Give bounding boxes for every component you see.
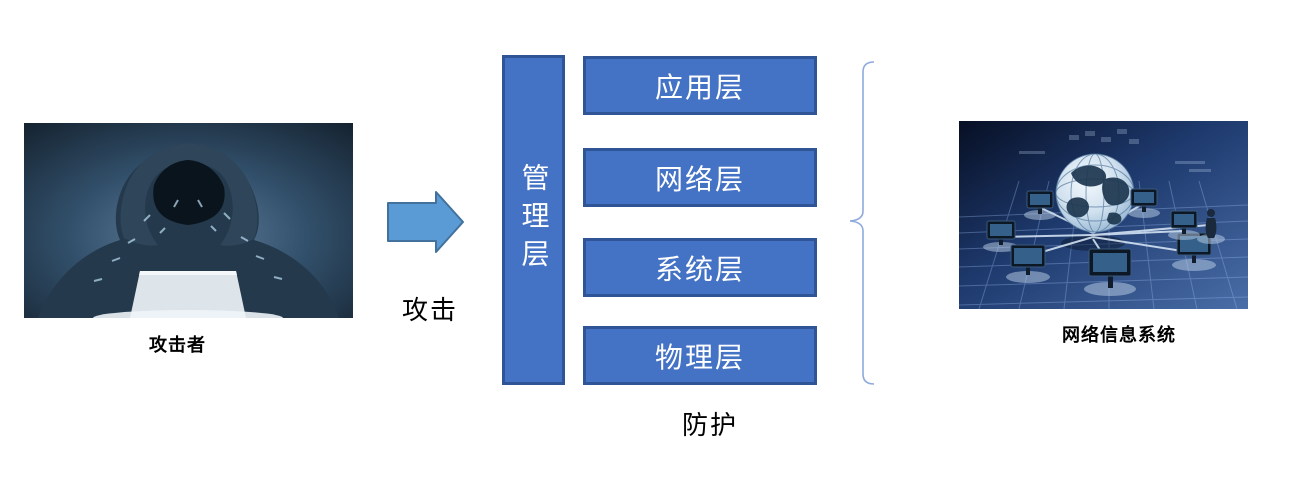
- attacker-photo: [24, 123, 353, 318]
- monitor-icon: [1084, 248, 1136, 296]
- layer-label-system: 系统层: [654, 253, 745, 285]
- layer-box-application: 应用层: [583, 56, 817, 115]
- floating-code-glyphs: [93, 199, 283, 282]
- layer-box-physical: 物理层: [583, 326, 817, 385]
- continents: [1066, 165, 1130, 225]
- hooded-figure-icon: [38, 143, 339, 318]
- network-system-caption: 网络信息系统: [1062, 325, 1176, 345]
- monitor-icon: [1006, 244, 1050, 283]
- monitor-icon: [983, 220, 1019, 252]
- layer-label-network: 网络层: [654, 163, 745, 195]
- layer-box-network: 网络层: [583, 148, 817, 207]
- layer-label-application: 应用层: [654, 71, 745, 103]
- digital-blocks: [1019, 129, 1211, 172]
- workstation-icons: [983, 188, 1225, 296]
- person-icon: [1197, 209, 1225, 244]
- monitor-icon: [1128, 188, 1160, 218]
- layer-box-system: 系统层: [583, 238, 817, 297]
- grouping-brace: [849, 61, 875, 385]
- layer-label-physical: 物理层: [654, 341, 745, 373]
- management-layer-box: 管理层: [502, 55, 565, 385]
- management-layer-label: 管理层: [518, 163, 550, 277]
- protection-label: 防护: [681, 410, 738, 440]
- globe-icon: [1055, 153, 1135, 233]
- attack-arrow-icon: [387, 191, 464, 253]
- attack-label: 攻击: [401, 295, 458, 325]
- monitor-icon: [1024, 190, 1056, 220]
- monitor-icon: [1168, 210, 1200, 240]
- attacker-caption: 攻击者: [149, 335, 206, 355]
- network-system-photo: [959, 121, 1248, 309]
- laptop-icon: [93, 271, 283, 318]
